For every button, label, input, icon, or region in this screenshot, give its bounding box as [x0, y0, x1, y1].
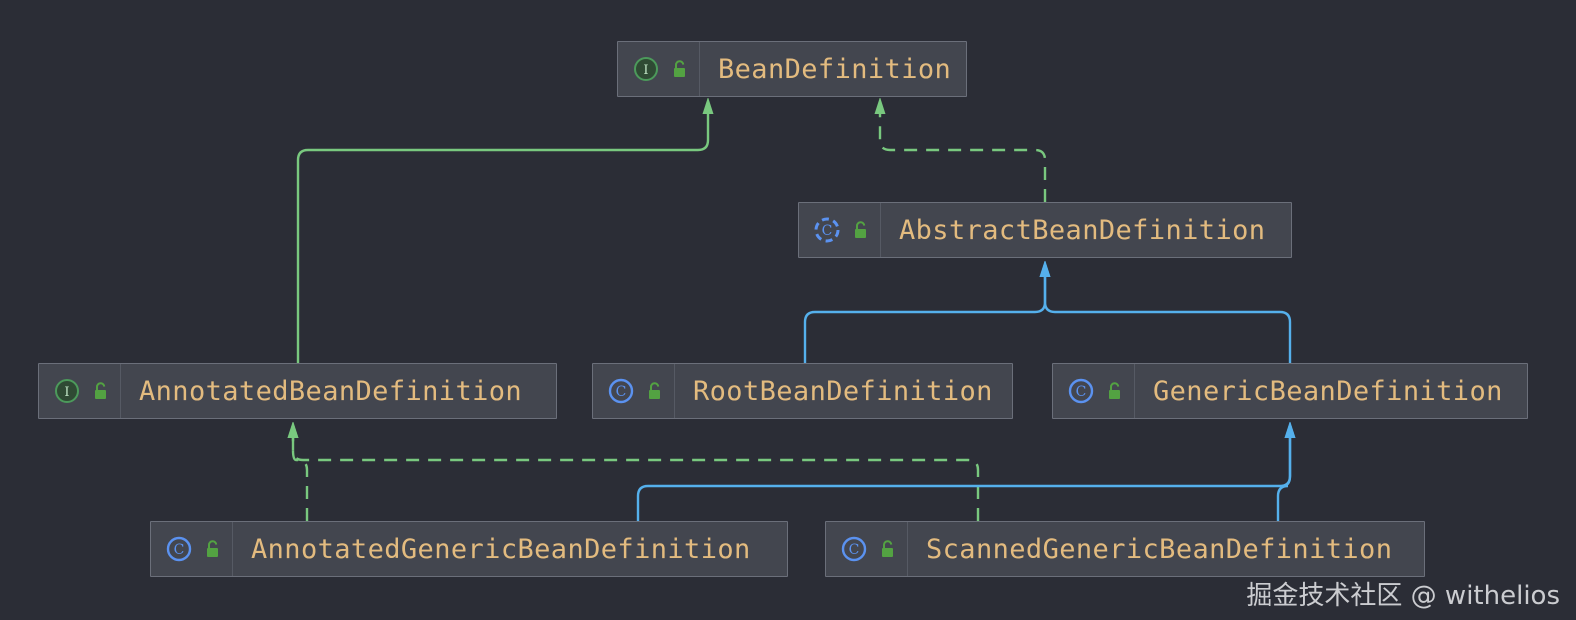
node-icon-gutter: C: [1053, 364, 1135, 418]
unlock-icon: [882, 540, 893, 557]
unlock-icon: [95, 382, 106, 399]
class-node-generic-bean-definition[interactable]: C GenericBeanDefinition: [1052, 363, 1528, 419]
class-icon: C: [166, 536, 192, 562]
unlock-icon: [855, 221, 866, 238]
edge-implements-annotated-generic-bean-definition-to-annotated-bean-definition: [293, 436, 309, 521]
watermark-text: 掘金技术社区 @ withelios: [1246, 581, 1560, 611]
edge-implements-abstract-bean-definition-to-bean-definition: [880, 112, 1047, 202]
edge-implements-scanned-generic-bean-definition-to-annotated-bean-definition: [293, 436, 980, 521]
interface-icon: I: [55, 379, 79, 403]
class-node-label: BeanDefinition: [718, 53, 952, 85]
unlock-icon: [649, 382, 660, 399]
class-node-label: AnnotatedGenericBeanDefinition: [251, 533, 751, 565]
unlock-icon: [207, 540, 218, 557]
class-node-root-bean-definition[interactable]: C RootBeanDefinition: [592, 363, 1013, 419]
node-icon-gutter: I: [618, 42, 700, 96]
class-node-abstract-bean-definition[interactable]: C AbstractBeanDefinition: [798, 202, 1292, 258]
class-node-scanned-generic-bean-definition[interactable]: C ScannedGenericBeanDefinition: [825, 521, 1425, 577]
class-node-annotated-bean-definition[interactable]: I AnnotatedBeanDefinition: [38, 363, 557, 419]
interface-icon: I: [634, 57, 658, 81]
abstract-class-icon: C: [814, 217, 840, 243]
class-node-label: ScannedGenericBeanDefinition: [926, 533, 1393, 565]
svg-text:I: I: [643, 63, 648, 78]
node-icon-gutter: C: [799, 203, 881, 257]
svg-text:C: C: [174, 542, 185, 558]
svg-text:C: C: [616, 384, 627, 400]
edge-extends-annotated-generic-bean-definition-to-generic-bean-definition: [636, 436, 1290, 521]
node-icon-gutter: I: [39, 364, 121, 418]
class-icon: C: [1068, 378, 1094, 404]
node-icon-gutter: C: [593, 364, 675, 418]
edge-extends-annotated-bean-definition-to-bean-definition: [296, 112, 708, 363]
svg-text:C: C: [822, 223, 833, 239]
node-icon-gutter: C: [151, 522, 233, 576]
unlock-icon: [674, 60, 685, 77]
svg-text:I: I: [64, 385, 69, 400]
svg-text:C: C: [849, 542, 860, 558]
class-node-label: AnnotatedBeanDefinition: [139, 375, 523, 407]
edge-extends-scanned-generic-bean-definition-to-generic-bean-definition: [1276, 436, 1290, 521]
unlock-icon: [1109, 382, 1120, 399]
class-icon: C: [841, 536, 867, 562]
edge-extends-generic-bean-definition-to-abstract-bean-definition: [1045, 275, 1292, 363]
class-node-bean-definition[interactable]: I BeanDefinition: [617, 41, 967, 97]
svg-text:C: C: [1076, 384, 1087, 400]
node-icon-gutter: C: [826, 522, 908, 576]
edge-extends-root-bean-definition-to-abstract-bean-definition: [803, 275, 1045, 363]
class-node-label: GenericBeanDefinition: [1153, 375, 1503, 407]
class-icon: C: [608, 378, 634, 404]
class-node-label: RootBeanDefinition: [693, 375, 993, 407]
class-node-annotated-generic-bean-definition[interactable]: C AnnotatedGenericBeanDefinition: [150, 521, 788, 577]
class-node-label: AbstractBeanDefinition: [899, 214, 1266, 246]
